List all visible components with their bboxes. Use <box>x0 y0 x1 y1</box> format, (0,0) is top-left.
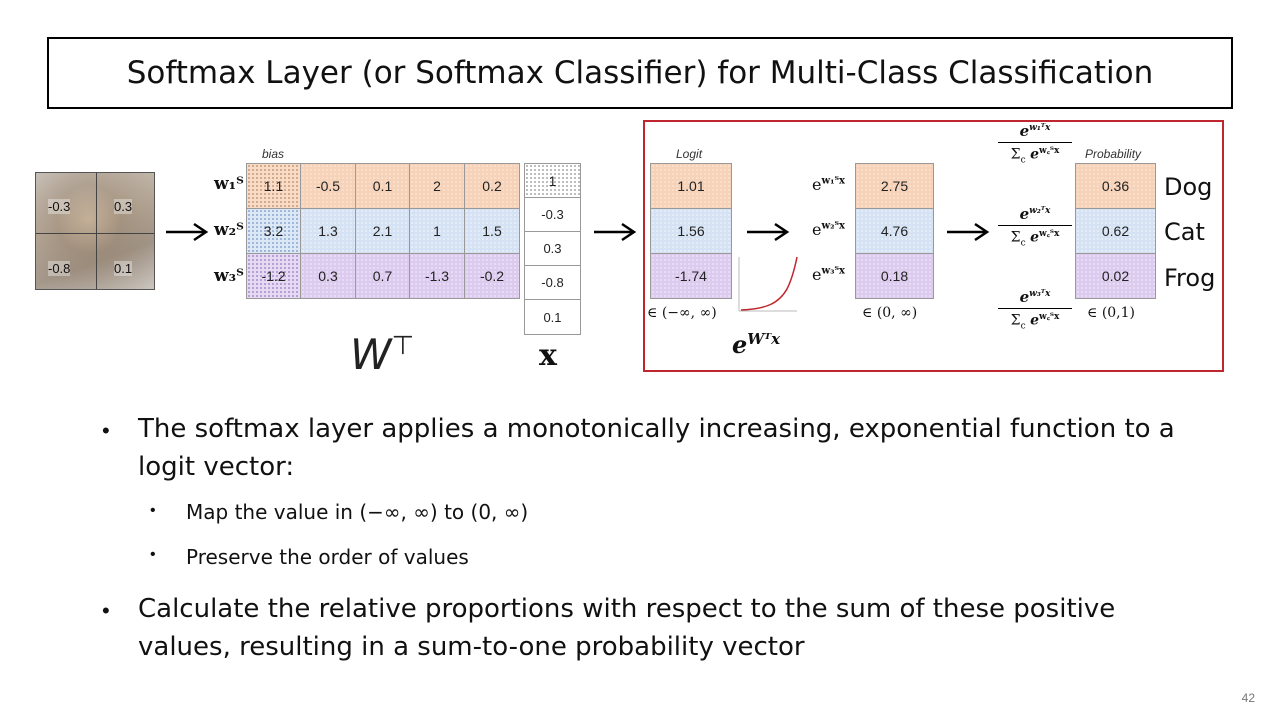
weight-caption: W⊤ <box>350 330 414 379</box>
weight-cell: -0.5 <box>301 164 356 209</box>
x-cell: 0.1 <box>525 300 581 335</box>
slide-title: Softmax Layer (or Softmax Classifier) fo… <box>47 37 1233 109</box>
exp-base: e <box>812 265 822 284</box>
weight-cell: 1.3 <box>301 209 356 254</box>
exp-row-label: ew₁ᵀx <box>812 175 845 194</box>
logit-cell: 1.56 <box>651 209 732 254</box>
exp-cell: 2.75 <box>856 164 934 209</box>
exp-exponent: w₂ᵀx <box>821 220 845 232</box>
exp-cell: 0.18 <box>856 254 934 299</box>
logit-cell: -1.74 <box>651 254 732 299</box>
exp-exponent: Wᵀx <box>747 330 781 348</box>
arrow-icon <box>947 222 990 242</box>
exp-row-label: ew₃ᵀx <box>812 265 845 284</box>
probability-cell: 0.36 <box>1076 164 1156 209</box>
x-cell: 1 <box>525 164 581 198</box>
exp-exponent: w₃ᵀx <box>821 265 845 277</box>
pixel-value: 0.1 <box>114 261 133 276</box>
pixel-value: 0.3 <box>114 199 133 214</box>
bullet-dot: • <box>150 502 156 519</box>
arrow-icon <box>166 222 209 242</box>
exp-function-label: eWᵀx <box>732 330 780 359</box>
grid-line <box>96 173 97 289</box>
logit-cell: 1.01 <box>651 164 732 209</box>
bullet-text: values, resulting in a sum-to-one probab… <box>138 632 805 662</box>
fraction-denominator: w꜀ᵀx <box>1039 229 1060 239</box>
page-number: 42 <box>1241 691 1255 705</box>
weight-cell: 2 <box>410 164 465 209</box>
pixel-value: -0.3 <box>48 199 71 214</box>
bullet-2: Calculate the relative proportions with … <box>138 590 1115 666</box>
exp-cell: 4.76 <box>856 209 934 254</box>
fraction-numerator: w₂ᵀx <box>1029 206 1051 216</box>
probability-cell: 0.02 <box>1076 254 1156 299</box>
bullet-dot: • <box>102 418 110 443</box>
weight-cell: 0.1 <box>356 164 410 209</box>
class-label-dog: Dog <box>1164 173 1213 201</box>
weight-cell: -1.3 <box>410 254 465 299</box>
weight-row-label: w₁ᵀ <box>214 174 244 194</box>
exp-range: ∈ (0, ∞) <box>862 305 918 321</box>
weight-cell: -0.2 <box>465 254 520 299</box>
weight-cell: 2.1 <box>356 209 410 254</box>
arrow-icon <box>594 222 637 242</box>
bullet-text: logit vector: <box>138 452 295 482</box>
bullet-dot: • <box>150 546 156 563</box>
exp-exponent: w₁ᵀx <box>821 175 845 187</box>
exp-row-label: ew₂ᵀx <box>812 220 845 239</box>
exp-base: e <box>812 175 822 194</box>
fraction-denominator: w꜀ᵀx <box>1039 312 1060 322</box>
weight-cell: 1.5 <box>465 209 520 254</box>
fraction-numerator: w₃ᵀx <box>1029 289 1051 299</box>
bullet-text: The softmax layer applies a monotonicall… <box>138 414 1175 444</box>
logit-label: Logit <box>676 147 703 161</box>
weight-row-label: w₃ᵀ <box>214 266 244 286</box>
softmax-frame <box>643 120 1224 372</box>
probability-cell: 0.62 <box>1076 209 1156 254</box>
fraction-cat: ew₂ᵀx Σc ew꜀ᵀx <box>998 205 1072 248</box>
weight-row-label: w₂ᵀ <box>214 220 244 240</box>
class-label-cat: Cat <box>1164 218 1205 246</box>
exp-base: e <box>812 220 822 239</box>
exp-base: e <box>732 330 748 359</box>
transpose-symbol: ⊤ <box>391 331 415 361</box>
x-cell: -0.8 <box>525 266 581 300</box>
sub-bullet-1: Map the value in (−∞, ∞) to (0, ∞) <box>186 500 529 524</box>
sub-bullet-2: Preserve the order of values <box>186 545 469 569</box>
fraction-numerator: w₁ᵀx <box>1029 123 1051 133</box>
x-caption: x <box>539 338 557 373</box>
weight-cell: 0.3 <box>301 254 356 299</box>
bullet-text: Calculate the relative proportions with … <box>138 594 1116 624</box>
weight-cell: 0.7 <box>356 254 410 299</box>
fraction-dog: ew₁ᵀx Σc ew꜀ᵀx <box>998 122 1072 165</box>
pixel-value: -0.8 <box>48 261 71 276</box>
bias-cell: 3.2 <box>247 209 301 254</box>
weight-caption-symbol: W <box>350 330 392 379</box>
weight-cell: 0.2 <box>465 164 520 209</box>
weight-cell: 1 <box>410 209 465 254</box>
exp-curve-icon <box>738 256 798 312</box>
bias-label: bias <box>262 147 285 161</box>
bullet-1: The softmax layer applies a monotonicall… <box>138 410 1175 486</box>
cat-image: -0.3 0.3 -0.8 0.1 <box>35 172 155 290</box>
bullet-dot: • <box>102 598 110 623</box>
x-cell: 0.3 <box>525 232 581 266</box>
arrow-icon <box>747 222 790 242</box>
bias-cell: -1.2 <box>247 254 301 299</box>
fraction-denominator: w꜀ᵀx <box>1039 146 1060 156</box>
class-label-frog: Frog <box>1164 264 1216 292</box>
probability-range: ∈ (0,1) <box>1087 305 1136 321</box>
probability-label: Probability <box>1085 147 1142 161</box>
bias-cell: 1.1 <box>247 164 301 209</box>
x-cell: -0.3 <box>525 198 581 232</box>
logit-range: ∈ (−∞, ∞) <box>647 305 717 321</box>
grid-line <box>36 233 154 234</box>
fraction-frog: ew₃ᵀx Σc ew꜀ᵀx <box>998 288 1072 331</box>
